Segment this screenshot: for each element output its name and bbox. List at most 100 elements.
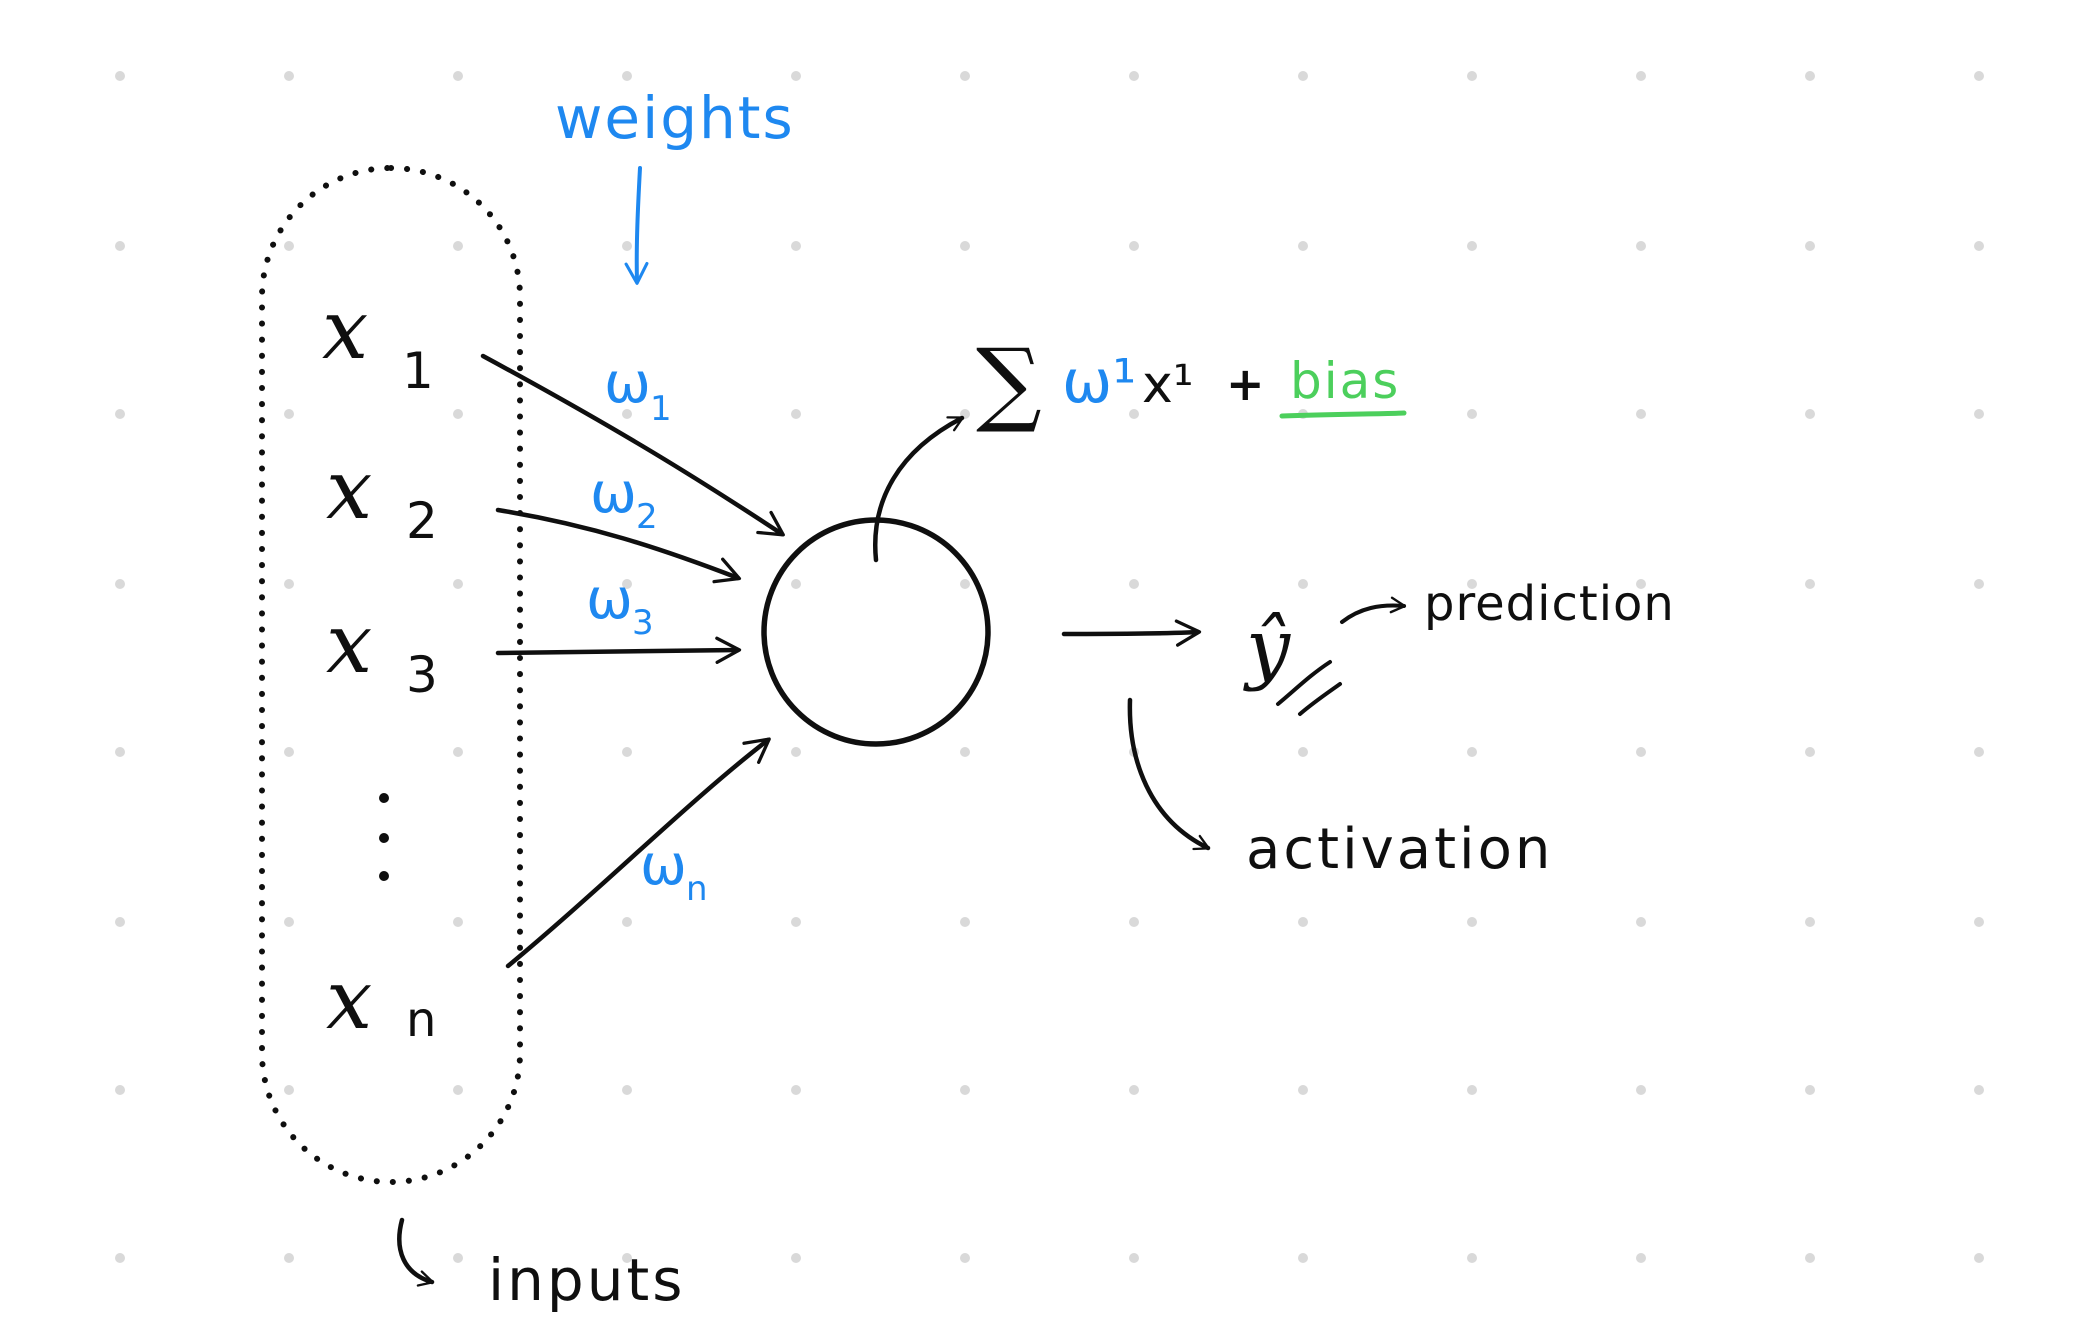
grid-dot: [1467, 1253, 1477, 1263]
grid-dot: [791, 579, 801, 589]
grid-dot: [1974, 241, 1984, 251]
grid-dot: [1129, 1085, 1139, 1095]
input-x1: x 1: [322, 283, 434, 400]
grid-dot: [1805, 409, 1815, 419]
input-x2: x 2: [326, 443, 438, 550]
output-tick-marks: [1276, 660, 1342, 716]
inputs-group-outline: [259, 165, 523, 1185]
grid-dot: [622, 71, 632, 81]
sum-weight-term: ω¹: [1062, 347, 1136, 417]
grid-dot: [115, 917, 125, 927]
arrow-neuron-to-sum: [873, 415, 965, 563]
grid-dot: [1974, 579, 1984, 589]
grid-dot: [1129, 409, 1139, 419]
input-symbol: x: [322, 283, 368, 378]
arrow-x3-to-neuron: [495, 636, 742, 664]
grid-dot: [284, 579, 294, 589]
grid-dot: [453, 579, 463, 589]
grid-dot: [284, 1085, 294, 1095]
grid-dot: [1129, 241, 1139, 251]
input-x3: x 3: [326, 597, 438, 704]
input-symbol: x: [326, 443, 372, 538]
grid-dot: [1805, 1085, 1815, 1095]
grid-dot: [622, 917, 632, 927]
grid-dot: [1805, 917, 1815, 927]
grid-dot: [791, 917, 801, 927]
grid-dot: [453, 1253, 463, 1263]
grid-dot: [1129, 71, 1139, 81]
weight-subscript: 2: [636, 497, 658, 537]
grid-dot: [1805, 1253, 1815, 1263]
grid-dot: [791, 241, 801, 251]
bias-label: bias: [1290, 352, 1400, 410]
grid-dot: [1636, 1253, 1646, 1263]
grid-dot: [1974, 747, 1984, 757]
grid-dot: [1805, 747, 1815, 757]
grid-dot: [1298, 1085, 1308, 1095]
weight-w1: ω 1: [604, 351, 672, 429]
grid-dot: [622, 1253, 632, 1263]
grid-dot: [1298, 579, 1308, 589]
input-symbol: x: [326, 953, 372, 1048]
grid-dot: [622, 409, 632, 419]
grid-dot: [1298, 1253, 1308, 1263]
grid-dot: [1467, 917, 1477, 927]
grid-dot: [622, 579, 632, 589]
dot-grid: [115, 71, 1984, 1263]
grid-dot: [1129, 1253, 1139, 1263]
grid-dot: [1467, 747, 1477, 757]
grid-dot: [1805, 71, 1815, 81]
ellipsis: [379, 793, 389, 881]
grid-dot: [1636, 579, 1646, 589]
bias-underline: [1279, 410, 1407, 419]
grid-dot: [284, 241, 294, 251]
grid-dot: [453, 917, 463, 927]
weight-w3: ω 3: [586, 567, 654, 643]
grid-dot: [960, 579, 970, 589]
grid-dot: [1636, 409, 1646, 419]
grid-dot: [115, 71, 125, 81]
weight-subscript: 3: [632, 603, 654, 643]
grid-dot: [622, 1085, 632, 1095]
grid-dot: [791, 747, 801, 757]
grid-dot: [1636, 1085, 1646, 1095]
grid-dot: [1467, 1085, 1477, 1095]
grid-dot: [791, 409, 801, 419]
input-xn: x n: [326, 953, 436, 1048]
grid-dot: [115, 747, 125, 757]
grid-dot: [960, 71, 970, 81]
weight-symbol: ω: [590, 461, 637, 526]
grid-dot: [453, 71, 463, 81]
weight-w2: ω 2: [590, 461, 658, 537]
grid-dot: [960, 1085, 970, 1095]
weights-arrow: [624, 166, 649, 285]
grid-dot: [1974, 409, 1984, 419]
grid-dot: [1636, 241, 1646, 251]
grid-dot: [1298, 241, 1308, 251]
input-subscript: 1: [402, 342, 434, 400]
grid-dot: [960, 1253, 970, 1263]
grid-dot: [1974, 1253, 1984, 1263]
grid-dot: [115, 1085, 125, 1095]
grid-dot: [960, 917, 970, 927]
grid-dot: [284, 1253, 294, 1263]
grid-dot: [791, 1253, 801, 1263]
grid-dot: [1467, 579, 1477, 589]
grid-dot: [453, 1085, 463, 1095]
weight-symbol: ω: [604, 351, 651, 416]
grid-dot: [1636, 917, 1646, 927]
weights-label: weights: [555, 84, 795, 152]
weight-subscript: 1: [650, 389, 672, 429]
grid-dot: [115, 409, 125, 419]
grid-dot: [1467, 71, 1477, 81]
grid-dot: [1636, 747, 1646, 757]
sigma-symbol: ∑: [976, 329, 1042, 436]
inputs-label: inputs: [488, 1246, 685, 1314]
arrow-x1-to-neuron: [480, 353, 785, 537]
grid-dot: [115, 1253, 125, 1263]
arrow-to-prediction: [1340, 596, 1407, 624]
grid-dot: [1974, 1085, 1984, 1095]
grid-dot: [1467, 241, 1477, 251]
grid-dot: [791, 1085, 801, 1095]
inputs-caption-hook: [397, 1217, 435, 1287]
